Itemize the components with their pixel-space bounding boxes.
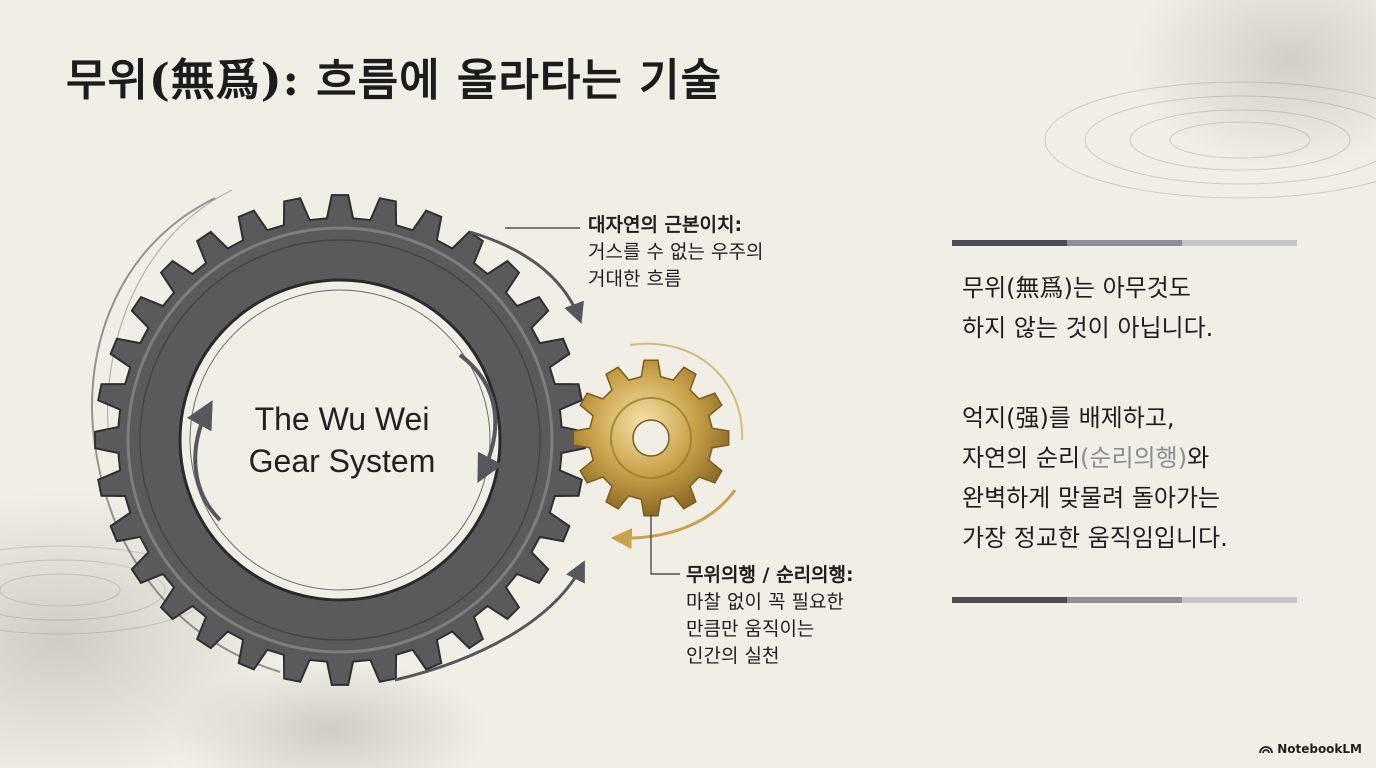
callout-human-practice-line: 인간의 실천 [686,645,780,667]
outer-arrow-top-icon [469,230,584,324]
large-gear-swoosh-2 [107,189,233,451]
brand-label: NotebookLM [1277,742,1362,756]
panel-text-line: 무위(無爲)는 아무것도 [962,274,1191,302]
explanation-panel: 무위(無爲)는 아무것도 하지 않는 것이 아닙니다. 억지(强)를 배제하고,… [952,240,1297,604]
slide-title: 무위(無爲): 흐름에 올라타는 기술 [66,55,723,106]
outer-arrow-bottom-icon [394,560,585,682]
small-gear [572,359,730,517]
callout-human-practice-line: 만큼만 움직이는 [686,618,815,640]
panel-paragraph-explanation: 억지(强)를 배제하고, 자연의 순리(순리의행)와 완벽하게 맞물려 돌아가는… [962,398,1228,558]
inner-arrow-right-icon [458,353,503,483]
panel-text-line: 억지(强)를 배제하고, [962,404,1175,432]
small-gear-arrow-icon [610,489,737,550]
gear-center-label-line1: The Wu Wei [255,401,430,437]
panel-text-line: 가장 정교한 움직임입니다. [962,524,1228,552]
callout-cosmic-flow-line: 거스를 수 없는 우주의 [588,241,764,263]
callout-cosmic-flow-line: 거대한 흐름 [588,268,682,290]
brand-mark: NotebookLM [1259,742,1362,756]
callout-bottom-leader [650,515,680,575]
panel-text-line: 완벽하게 맞물려 돌아가는 [962,484,1221,512]
panel-bottom-rule [952,597,1297,603]
small-gear-orbit [629,342,744,441]
large-gear [94,194,586,686]
callout-cosmic-flow: 대자연의 근본이치: 거스를 수 없는 우주의 거대한 흐름 [588,212,763,293]
callout-human-practice-heading: 무위의행 / 순리의행: [686,564,854,586]
callout-human-practice: 무위의행 / 순리의행: 마찰 없이 꼭 필요한 만큼만 움직이는 인간의 실천 [686,562,854,670]
panel-text-segment: 와 [1187,444,1210,472]
panel-text-line: 하지 않는 것이 아닙니다. [962,314,1214,342]
inner-arrow-left-icon [186,400,222,522]
panel-text-segment: 자연의 순리 [962,444,1081,472]
panel-text-highlight: (순리의행) [1080,444,1188,472]
panel-top-rule [952,240,1297,246]
notebooklm-icon [1259,746,1274,754]
panel-text-line-highlight: 자연의 순리(순리의행)와 [962,438,1228,478]
callout-human-practice-line: 마찰 없이 꼭 필요한 [686,591,844,613]
callout-cosmic-flow-heading: 대자연의 근본이치: [588,214,743,236]
gear-center-label-line2: Gear System [249,443,436,479]
panel-paragraph-definition: 무위(無爲)는 아무것도 하지 않는 것이 아닙니다. [962,268,1213,348]
